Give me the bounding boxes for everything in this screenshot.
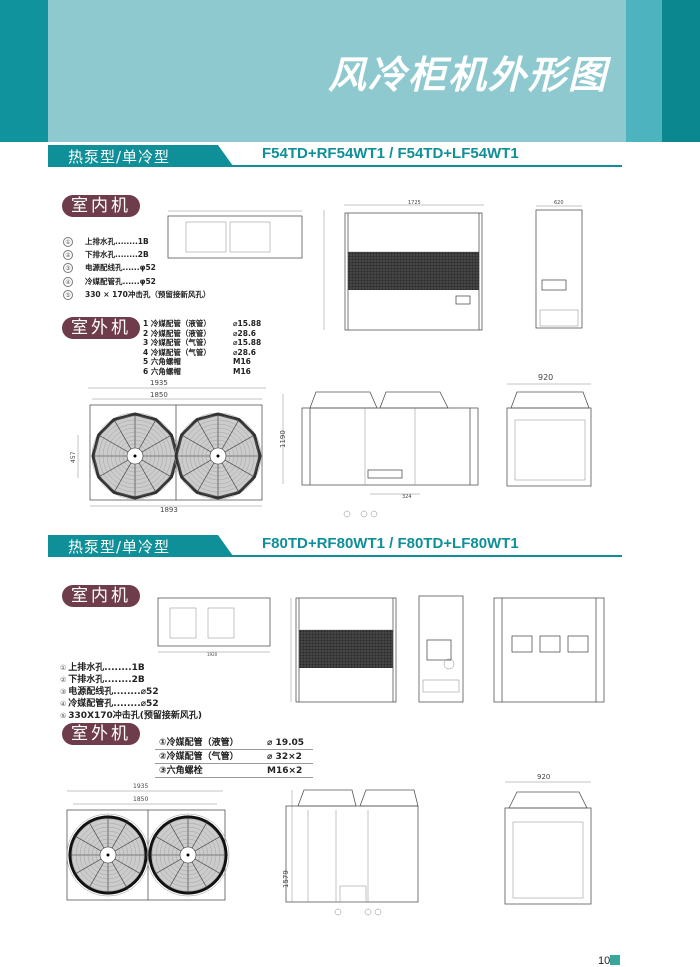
outdoor-legend: 1 冷媒配管（液管）⌀15.88 2 冷媒配管（液管）⌀28.6 3 冷媒配管（… [143, 319, 283, 377]
outdoor-badge: 室外机 [62, 723, 140, 745]
outdoor-side-drawing: 920 [504, 773, 592, 905]
svg-text:1850: 1850 [150, 391, 168, 399]
svg-text:1850: 1850 [133, 796, 148, 803]
indoor-back-drawing [493, 597, 605, 703]
outdoor-top-view-drawing: 1935 1850 457 1893 [70, 379, 266, 514]
outdoor-top-view-drawing: 1935 1850 [66, 783, 230, 901]
legend-item: 3 冷媒配管（气管）⌀15.88 [143, 338, 262, 348]
outdoor-side-drawing: 920 [506, 373, 592, 487]
model-name: F54TD+RF54WT1 / F54TD+LF54WT1 [262, 145, 519, 162]
indoor-top-view-drawing [167, 210, 303, 259]
table-row: ①冷媒配管（液管）⌀ 19.05 [155, 736, 313, 750]
indoor-badge: 室内机 [62, 195, 140, 217]
svg-text:1935: 1935 [133, 783, 148, 790]
page-title: 风冷柜机外形图 [327, 53, 608, 97]
svg-text:324: 324 [402, 494, 412, 500]
fan-icon [66, 813, 150, 897]
svg-text:1190: 1190 [279, 430, 287, 448]
model-name: F80TD+RF80WT1 / F80TD+LF80WT1 [262, 535, 519, 552]
indoor-top-view-drawing: 1920 [157, 597, 271, 657]
fan-icon [91, 412, 179, 500]
svg-text:920: 920 [537, 773, 550, 781]
outdoor-badge: 室外机 [62, 317, 140, 339]
page-number: 10 [598, 955, 621, 967]
page-header: 风冷柜机外形图 [0, 0, 700, 142]
indoor-side-drawing: 620 [535, 200, 583, 329]
outdoor-front-drawing: 1190 324 [279, 391, 479, 518]
legend-item: 1 冷媒配管（液管）⌀15.88 [143, 319, 262, 328]
svg-text:457: 457 [70, 451, 77, 463]
indoor-front-drawing [290, 597, 397, 703]
section-bar-1: 热泵型/单冷型 F54TD+RF54WT1 / F54TD+LF54WT1 [48, 145, 622, 167]
svg-text:920: 920 [538, 373, 553, 382]
indoor-front-drawing: 1725 [323, 200, 484, 331]
svg-text:1893: 1893 [160, 506, 178, 514]
type-label: 热泵型/单冷型 [48, 145, 233, 166]
legend-item: 4 冷媒配管（气管）⌀28.6 [143, 347, 257, 357]
fan-icon [146, 813, 230, 897]
indoor-badge: 室内机 [62, 585, 140, 607]
svg-text:1725: 1725 [408, 200, 421, 206]
type-label: 热泵型/单冷型 [48, 535, 233, 556]
svg-text:1920: 1920 [207, 652, 218, 657]
svg-text:1935: 1935 [150, 379, 168, 387]
section-bar-2: 热泵型/单冷型 F80TD+RF80WT1 / F80TD+LF80WT1 [48, 535, 622, 557]
indoor-side-drawing [418, 595, 464, 703]
outdoor-front-drawing: 1579 [282, 789, 419, 916]
fan-icon [174, 412, 262, 500]
svg-text:620: 620 [554, 200, 564, 206]
legend-item: 2 冷媒配管（液管）⌀28.6 [143, 328, 257, 338]
table-row: ②冷媒配管（气管）⌀ 32×2 [155, 750, 313, 764]
